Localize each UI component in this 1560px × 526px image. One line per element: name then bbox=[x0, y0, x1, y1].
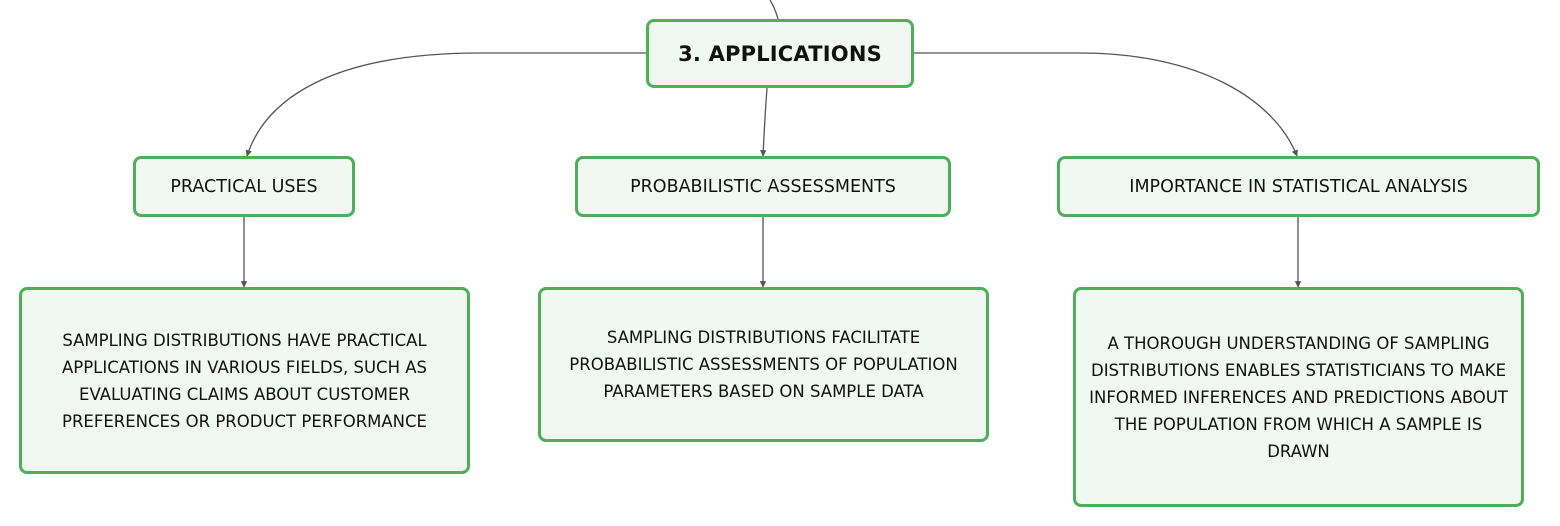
branch-node-label: IMPORTANCE IN STATISTICAL ANALYSIS bbox=[1129, 176, 1468, 197]
connector-root-to-probabilistic-assessments bbox=[760, 87, 768, 157]
detail-node-text: SAMPLING DISTRIBUTIONS FACILITATE PROBAB… bbox=[569, 328, 958, 401]
branch-node-label: PRACTICAL USES bbox=[170, 176, 318, 197]
detail-node-practical-uses[interactable]: SAMPLING DISTRIBUTIONS HAVE PRACTICAL AP… bbox=[19, 287, 470, 474]
branch-node-label: PROBABILISTIC ASSESSMENTS bbox=[630, 176, 896, 197]
detail-node-text: SAMPLING DISTRIBUTIONS HAVE PRACTICAL AP… bbox=[62, 330, 427, 431]
connector-root-to-practical-uses bbox=[245, 52, 646, 157]
connector-parent-to-root bbox=[769, 0, 779, 20]
detail-node-importance-in-statistical-analysis[interactable]: A THOROUGH UNDERSTANDING OF SAMPLING DIS… bbox=[1073, 287, 1524, 507]
connector-root-to-importance bbox=[913, 52, 1298, 157]
branch-node-importance-in-statistical-analysis[interactable]: IMPORTANCE IN STATISTICAL ANALYSIS bbox=[1057, 156, 1540, 217]
root-node-label: 3. APPLICATIONS bbox=[678, 41, 882, 66]
branch-node-probabilistic-assessments[interactable]: PROBABILISTIC ASSESSMENTS bbox=[575, 156, 951, 217]
detail-node-probabilistic-assessments[interactable]: SAMPLING DISTRIBUTIONS FACILITATE PROBAB… bbox=[538, 287, 989, 442]
root-node-applications[interactable]: 3. APPLICATIONS bbox=[646, 19, 914, 88]
detail-node-text: A THOROUGH UNDERSTANDING OF SAMPLING DIS… bbox=[1089, 333, 1508, 461]
branch-node-practical-uses[interactable]: PRACTICAL USES bbox=[133, 156, 355, 217]
